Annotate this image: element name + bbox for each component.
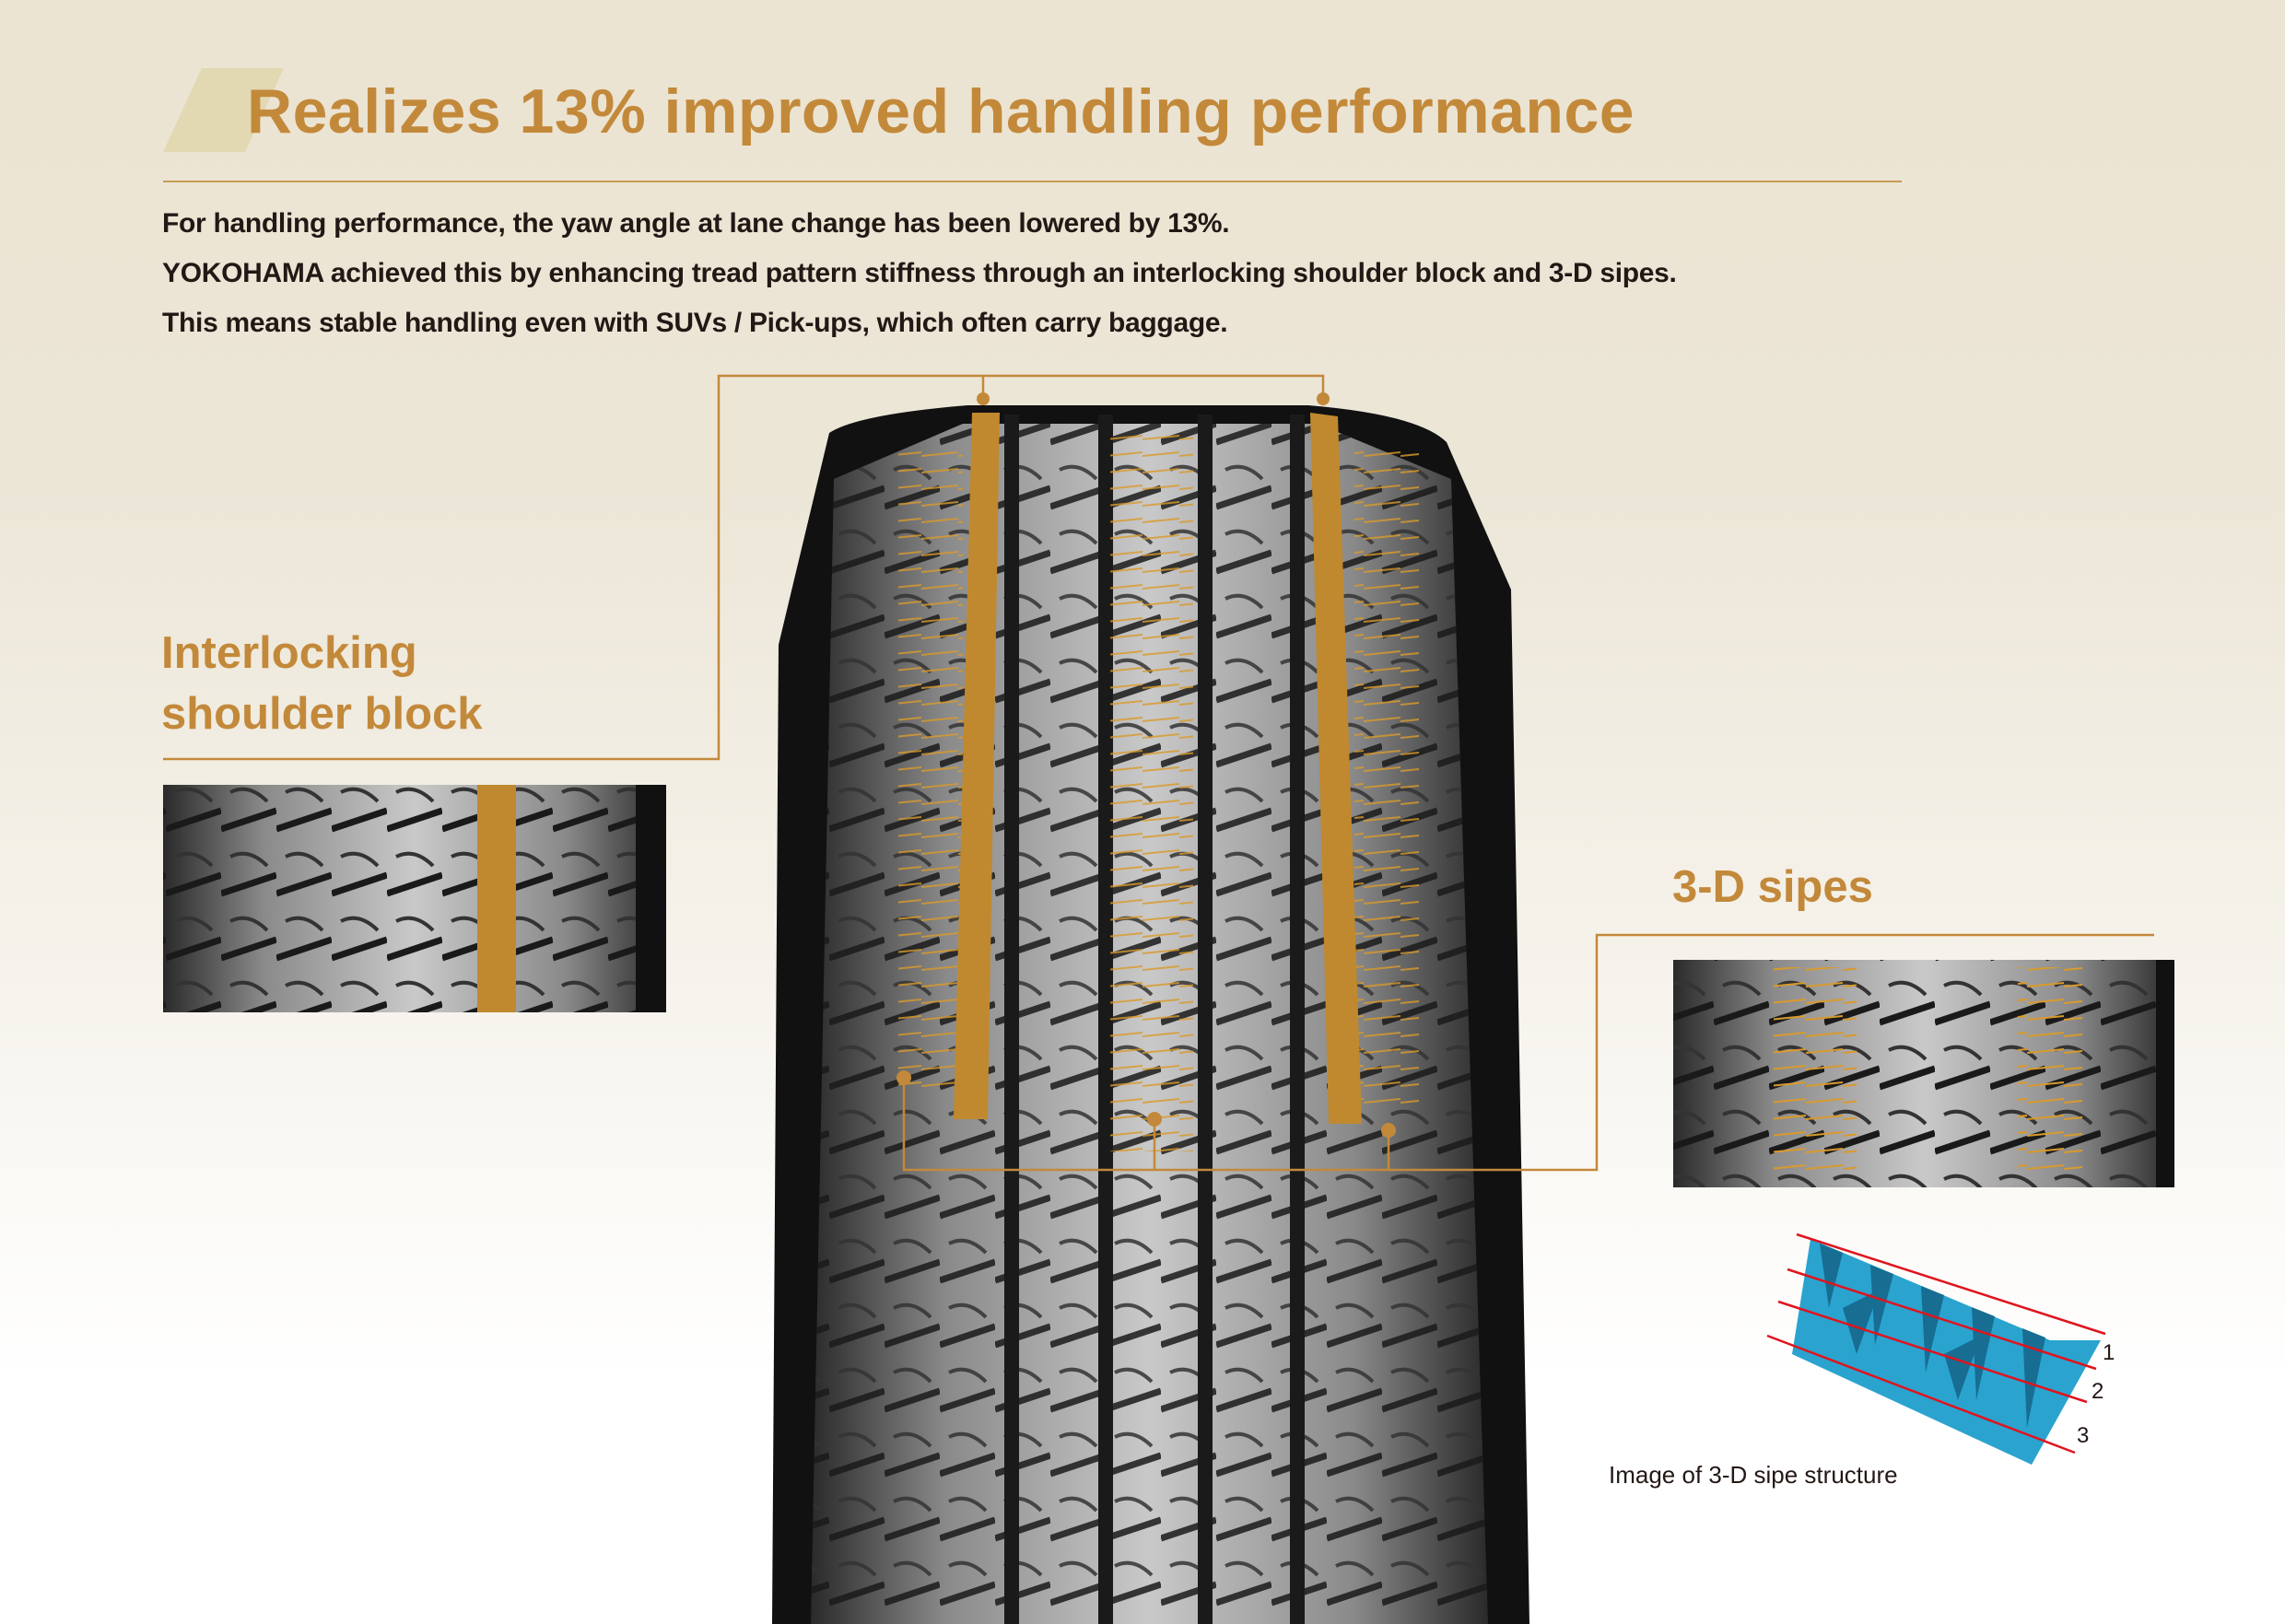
page-title: Realizes 13% improved handling performan… [247, 76, 1635, 146]
shoulder-heading-line-2: shoulder block [161, 689, 483, 739]
sipe-structure-diagram [1766, 1233, 2106, 1465]
leader-dots [896, 392, 1396, 1138]
description-line-3: This means stable handling even with SUV… [162, 308, 1228, 338]
sipes-heading: 3-D sipes [1672, 862, 1873, 912]
shoulder-block-heading: Interlocking shoulder block [161, 623, 483, 744]
shoulder-block-closeup [163, 785, 666, 1012]
title-divider [163, 181, 1902, 182]
tire-grooves [1004, 415, 1305, 1624]
shoulder-highlight-right [1310, 413, 1362, 1124]
description-line-2: YOKOHAMA achieved this by enhancing trea… [162, 258, 1677, 288]
tire-image [772, 405, 1529, 1624]
shoulder-heading-line-1: Interlocking [161, 628, 417, 678]
layer-label-2: 2 [2092, 1379, 2104, 1404]
sipes-closeup [1673, 960, 2174, 1187]
leader-lines [163, 374, 2154, 1172]
shoulder-highlight-left [954, 413, 1000, 1119]
layer-label-1: 1 [2103, 1340, 2115, 1365]
sipe-diagram-caption: Image of 3-D sipe structure [1609, 1461, 1898, 1489]
layer-label-3: 3 [2077, 1423, 2090, 1448]
description-line-1: For handling performance, the yaw angle … [162, 208, 1230, 239]
